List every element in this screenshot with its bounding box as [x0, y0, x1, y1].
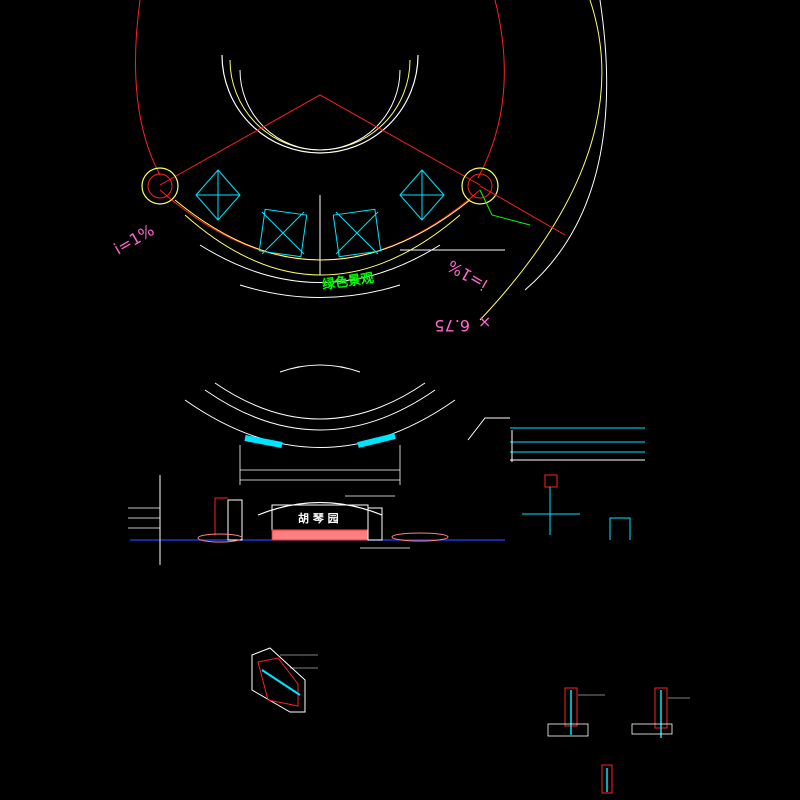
elevation-marker-label: 6.75 — [434, 316, 470, 335]
outer-red-arc — [135, 0, 161, 176]
shrub-left — [197, 533, 243, 543]
footing-detail-left — [547, 687, 605, 737]
slope-label-right: i=1% — [444, 256, 491, 294]
column-circle-right — [461, 167, 499, 205]
section-detail-small — [609, 517, 631, 540]
elevation-cross-icon: × — [478, 312, 491, 331]
column-circle-left-inner — [147, 173, 173, 199]
footing-base-left — [547, 723, 589, 737]
inner-arc-3 — [239, 69, 401, 151]
small-detail-box — [601, 764, 613, 794]
wall-detail-outline — [467, 417, 510, 441]
gate-base — [271, 529, 369, 541]
planter-3 — [332, 208, 382, 258]
footing-detail-right — [631, 687, 690, 738]
plan-view: i=1% i=1% 绿色景观 6.75 × — [111, 0, 608, 335]
iso-wall-block — [251, 647, 306, 713]
green-leader-line — [479, 189, 531, 226]
slope-label-left: i=1% — [111, 220, 158, 258]
planter-4 — [399, 169, 445, 221]
plan-white-arc-d — [239, 284, 401, 298]
inner-arc-1 — [221, 54, 419, 154]
plan-name-label: 绿色景观 — [321, 270, 375, 293]
inner-arc-2 — [229, 59, 411, 151]
gate-name-label: 胡 琴 园 — [298, 511, 339, 525]
iso-wall-face — [257, 657, 299, 707]
planter-1 — [195, 169, 241, 221]
footing-base-right — [631, 723, 673, 735]
curved-band-outer — [184, 399, 456, 448]
curved-section — [184, 364, 645, 485]
iso-wall-detail — [251, 647, 318, 713]
plan-yellow-arc-a — [174, 199, 471, 261]
footing-detail-small — [601, 764, 613, 794]
curved-cyan-right — [357, 433, 396, 448]
curved-band-inner — [279, 364, 361, 373]
column-circle-right-inner — [467, 173, 493, 199]
shrub-right — [391, 532, 449, 542]
plan-white-arc-c — [199, 244, 441, 283]
outer-white-arc — [524, 0, 608, 291]
planter-2 — [258, 208, 308, 258]
column-right — [367, 507, 383, 541]
section-detail-top — [544, 474, 558, 488]
red-leader-line — [479, 185, 566, 236]
plan-red-outline — [159, 94, 481, 186]
curved-cyan-left — [244, 435, 283, 448]
column-left — [227, 499, 243, 541]
column-circle-left — [141, 167, 179, 205]
curved-band-2 — [204, 389, 436, 431]
pier-left — [214, 497, 228, 535]
plan-yellow-arc-b — [184, 214, 461, 276]
curved-band-3 — [214, 382, 426, 420]
iso-wall-cyan — [261, 669, 301, 696]
outer-yellow-arc — [479, 0, 603, 321]
outer-red-arc-right — [477, 0, 505, 179]
elevation-view: 胡 琴 园 — [128, 474, 631, 565]
